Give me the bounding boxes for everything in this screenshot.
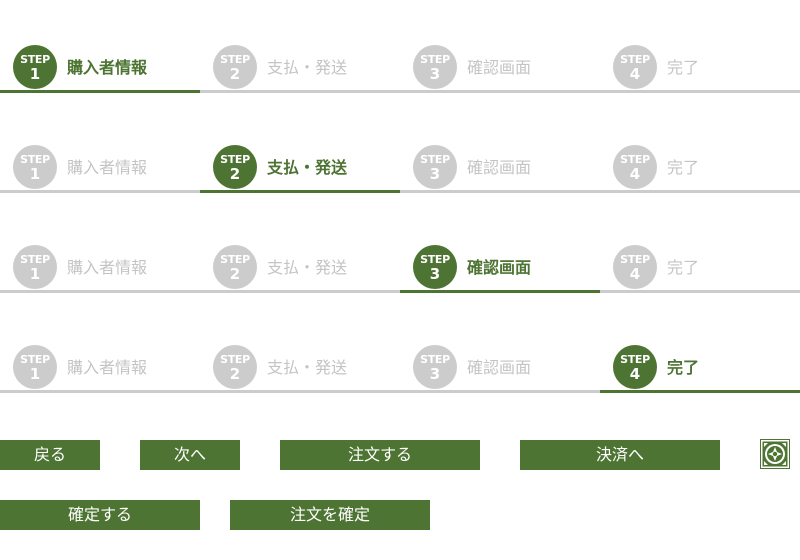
step-badge: STEP 1 (13, 345, 57, 389)
step-number: 3 (429, 265, 441, 283)
step-label: 確認画面 (467, 358, 532, 377)
step-label: 購入者情報 (67, 358, 148, 377)
order-button[interactable]: 注文する (280, 440, 480, 470)
step-2: STEP 2 支払・発送 (200, 245, 400, 293)
step-word: STEP (420, 153, 450, 166)
confirm-order-button[interactable]: 注文を確定 (230, 500, 430, 530)
progress-stepper: STEP 1 購入者情報 STEP 2 支払・発送 STEP 3 確認画面 ST… (0, 45, 800, 93)
confirm-button[interactable]: 確定する (0, 500, 200, 530)
next-button[interactable]: 次へ (140, 440, 240, 470)
step-word: STEP (20, 253, 50, 266)
step-word: STEP (620, 353, 650, 366)
step-label: 購入者情報 (67, 258, 148, 277)
step-word: STEP (220, 153, 250, 166)
step-word: STEP (420, 353, 450, 366)
step-badge: STEP 2 (213, 345, 257, 389)
step-number: 1 (29, 265, 41, 283)
step-badge: STEP 1 (13, 245, 57, 289)
step-number: 2 (229, 365, 241, 383)
step-badge: STEP 1 (13, 145, 57, 189)
step-badge: STEP 2 (213, 145, 257, 189)
step-2: STEP 2 支払・発送 (200, 345, 400, 393)
step-word: STEP (20, 53, 50, 66)
to-payment-button[interactable]: 決済へ (520, 440, 720, 470)
step-word: STEP (220, 353, 250, 366)
step-word: STEP (220, 53, 250, 66)
step-badge: STEP 4 (613, 245, 657, 289)
step-word: STEP (620, 153, 650, 166)
step-3: STEP 3 確認画面 (400, 345, 600, 393)
step-1: STEP 1 購入者情報 (0, 245, 200, 293)
step-number: 4 (629, 265, 641, 283)
step-number: 4 (629, 65, 641, 83)
step-label: 確認画面 (467, 158, 532, 177)
step-label: 購入者情報 (67, 158, 148, 177)
step-3: STEP 3 確認画面 (400, 145, 600, 193)
step-badge: STEP 4 (613, 345, 657, 389)
step-number: 3 (429, 165, 441, 183)
step-4: STEP 4 完了 (600, 45, 800, 93)
step-label: 完了 (667, 58, 700, 77)
step-4: STEP 4 完了 (600, 245, 800, 293)
ornament-icon (760, 439, 790, 469)
step-label: 購入者情報 (67, 58, 148, 77)
step-badge: STEP 3 (413, 145, 457, 189)
step-number: 1 (29, 365, 41, 383)
step-badge: STEP 4 (613, 145, 657, 189)
step-number: 2 (229, 165, 241, 183)
progress-stepper: STEP 1 購入者情報 STEP 2 支払・発送 STEP 3 確認画面 ST… (0, 245, 800, 293)
back-button[interactable]: 戻る (0, 440, 100, 470)
step-word: STEP (20, 353, 50, 366)
step-badge: STEP 3 (413, 45, 457, 89)
step-label: 支払・発送 (267, 358, 348, 377)
step-2: STEP 2 支払・発送 (200, 145, 400, 193)
step-badge: STEP 1 (13, 45, 57, 89)
step-label: 完了 (667, 358, 700, 377)
step-label: 支払・発送 (267, 258, 348, 277)
step-1: STEP 1 購入者情報 (0, 145, 200, 193)
step-number: 1 (29, 165, 41, 183)
step-2: STEP 2 支払・発送 (200, 45, 400, 93)
step-number: 4 (629, 165, 641, 183)
step-number: 4 (629, 365, 641, 383)
step-1: STEP 1 購入者情報 (0, 45, 200, 93)
step-badge: STEP 2 (213, 245, 257, 289)
step-number: 1 (29, 65, 41, 83)
progress-stepper: STEP 1 購入者情報 STEP 2 支払・発送 STEP 3 確認画面 ST… (0, 345, 800, 393)
step-label: 支払・発送 (267, 58, 348, 77)
step-4: STEP 4 完了 (600, 145, 800, 193)
step-1: STEP 1 購入者情報 (0, 345, 200, 393)
step-label: 完了 (667, 158, 700, 177)
step-word: STEP (220, 253, 250, 266)
step-badge: STEP 4 (613, 45, 657, 89)
step-badge: STEP 2 (213, 45, 257, 89)
progress-stepper: STEP 1 購入者情報 STEP 2 支払・発送 STEP 3 確認画面 ST… (0, 145, 800, 193)
step-word: STEP (620, 53, 650, 66)
step-word: STEP (20, 153, 50, 166)
step-badge: STEP 3 (413, 245, 457, 289)
step-number: 2 (229, 265, 241, 283)
step-3: STEP 3 確認画面 (400, 245, 600, 293)
step-number: 3 (429, 365, 441, 383)
step-label: 完了 (667, 258, 700, 277)
step-number: 2 (229, 65, 241, 83)
step-label: 支払・発送 (267, 158, 348, 177)
step-word: STEP (620, 253, 650, 266)
step-label: 確認画面 (467, 258, 532, 277)
ornament-icon-graphic (760, 439, 790, 469)
step-word: STEP (420, 253, 450, 266)
step-3: STEP 3 確認画面 (400, 45, 600, 93)
step-number: 3 (429, 65, 441, 83)
step-4: STEP 4 完了 (600, 345, 800, 393)
step-label: 確認画面 (467, 58, 532, 77)
step-word: STEP (420, 53, 450, 66)
step-badge: STEP 3 (413, 345, 457, 389)
